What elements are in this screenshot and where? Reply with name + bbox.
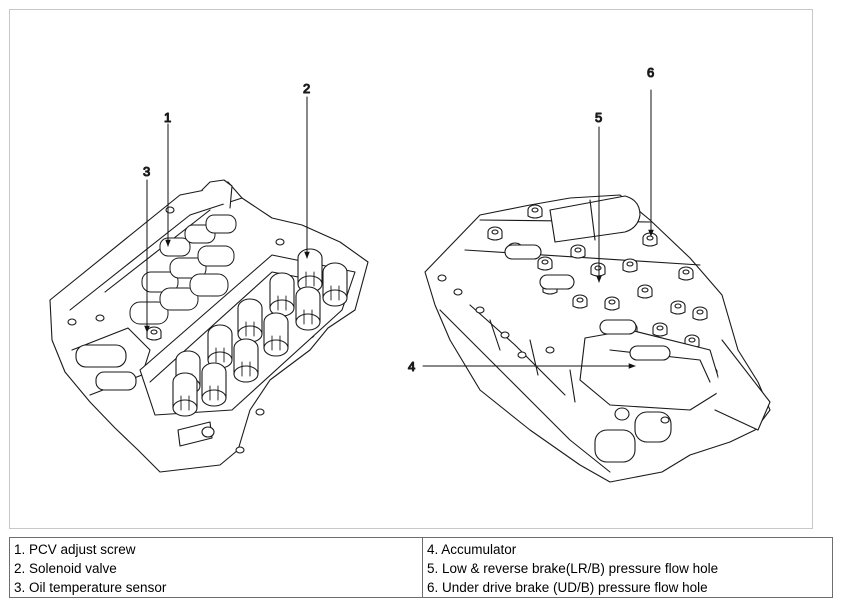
callout-leaders [144,89,654,369]
legend-table: 1. PCV adjust screw 2. Solenoid valve 3.… [9,537,833,598]
legend-item-accumulator: 4. Accumulator [427,542,517,557]
left-valve-body [49,179,369,473]
right-valve-body [424,194,771,483]
callout-1: 1 [164,110,171,125]
figure-frame: 1 2 3 4 5 6 [9,9,813,529]
callout-4: 4 [408,359,415,374]
legend-item-pcv-adjust-screw: 1. PCV adjust screw [14,542,136,557]
legend-item-ud-brake-hole: 6. Under drive brake (UD/B) pressure flo… [427,580,708,595]
legend-item-solenoid-valve: 2. Solenoid valve [14,561,117,576]
legend-left-column: 1. PCV adjust screw 2. Solenoid valve 3.… [9,537,423,598]
legend-item-oil-temperature-sensor: 3. Oil temperature sensor [14,580,167,595]
valve-body-illustration: 1 2 3 4 5 6 [49,64,771,483]
legend-right-column: 4. Accumulator 5. Low & reverse brake(LR… [422,537,833,598]
callout-6: 6 [647,65,654,80]
callout-2: 2 [303,81,310,96]
callout-5: 5 [595,110,602,125]
legend-item-lr-brake-hole: 5. Low & reverse brake(LR/B) pressure fl… [427,561,719,576]
callout-3: 3 [143,164,150,179]
